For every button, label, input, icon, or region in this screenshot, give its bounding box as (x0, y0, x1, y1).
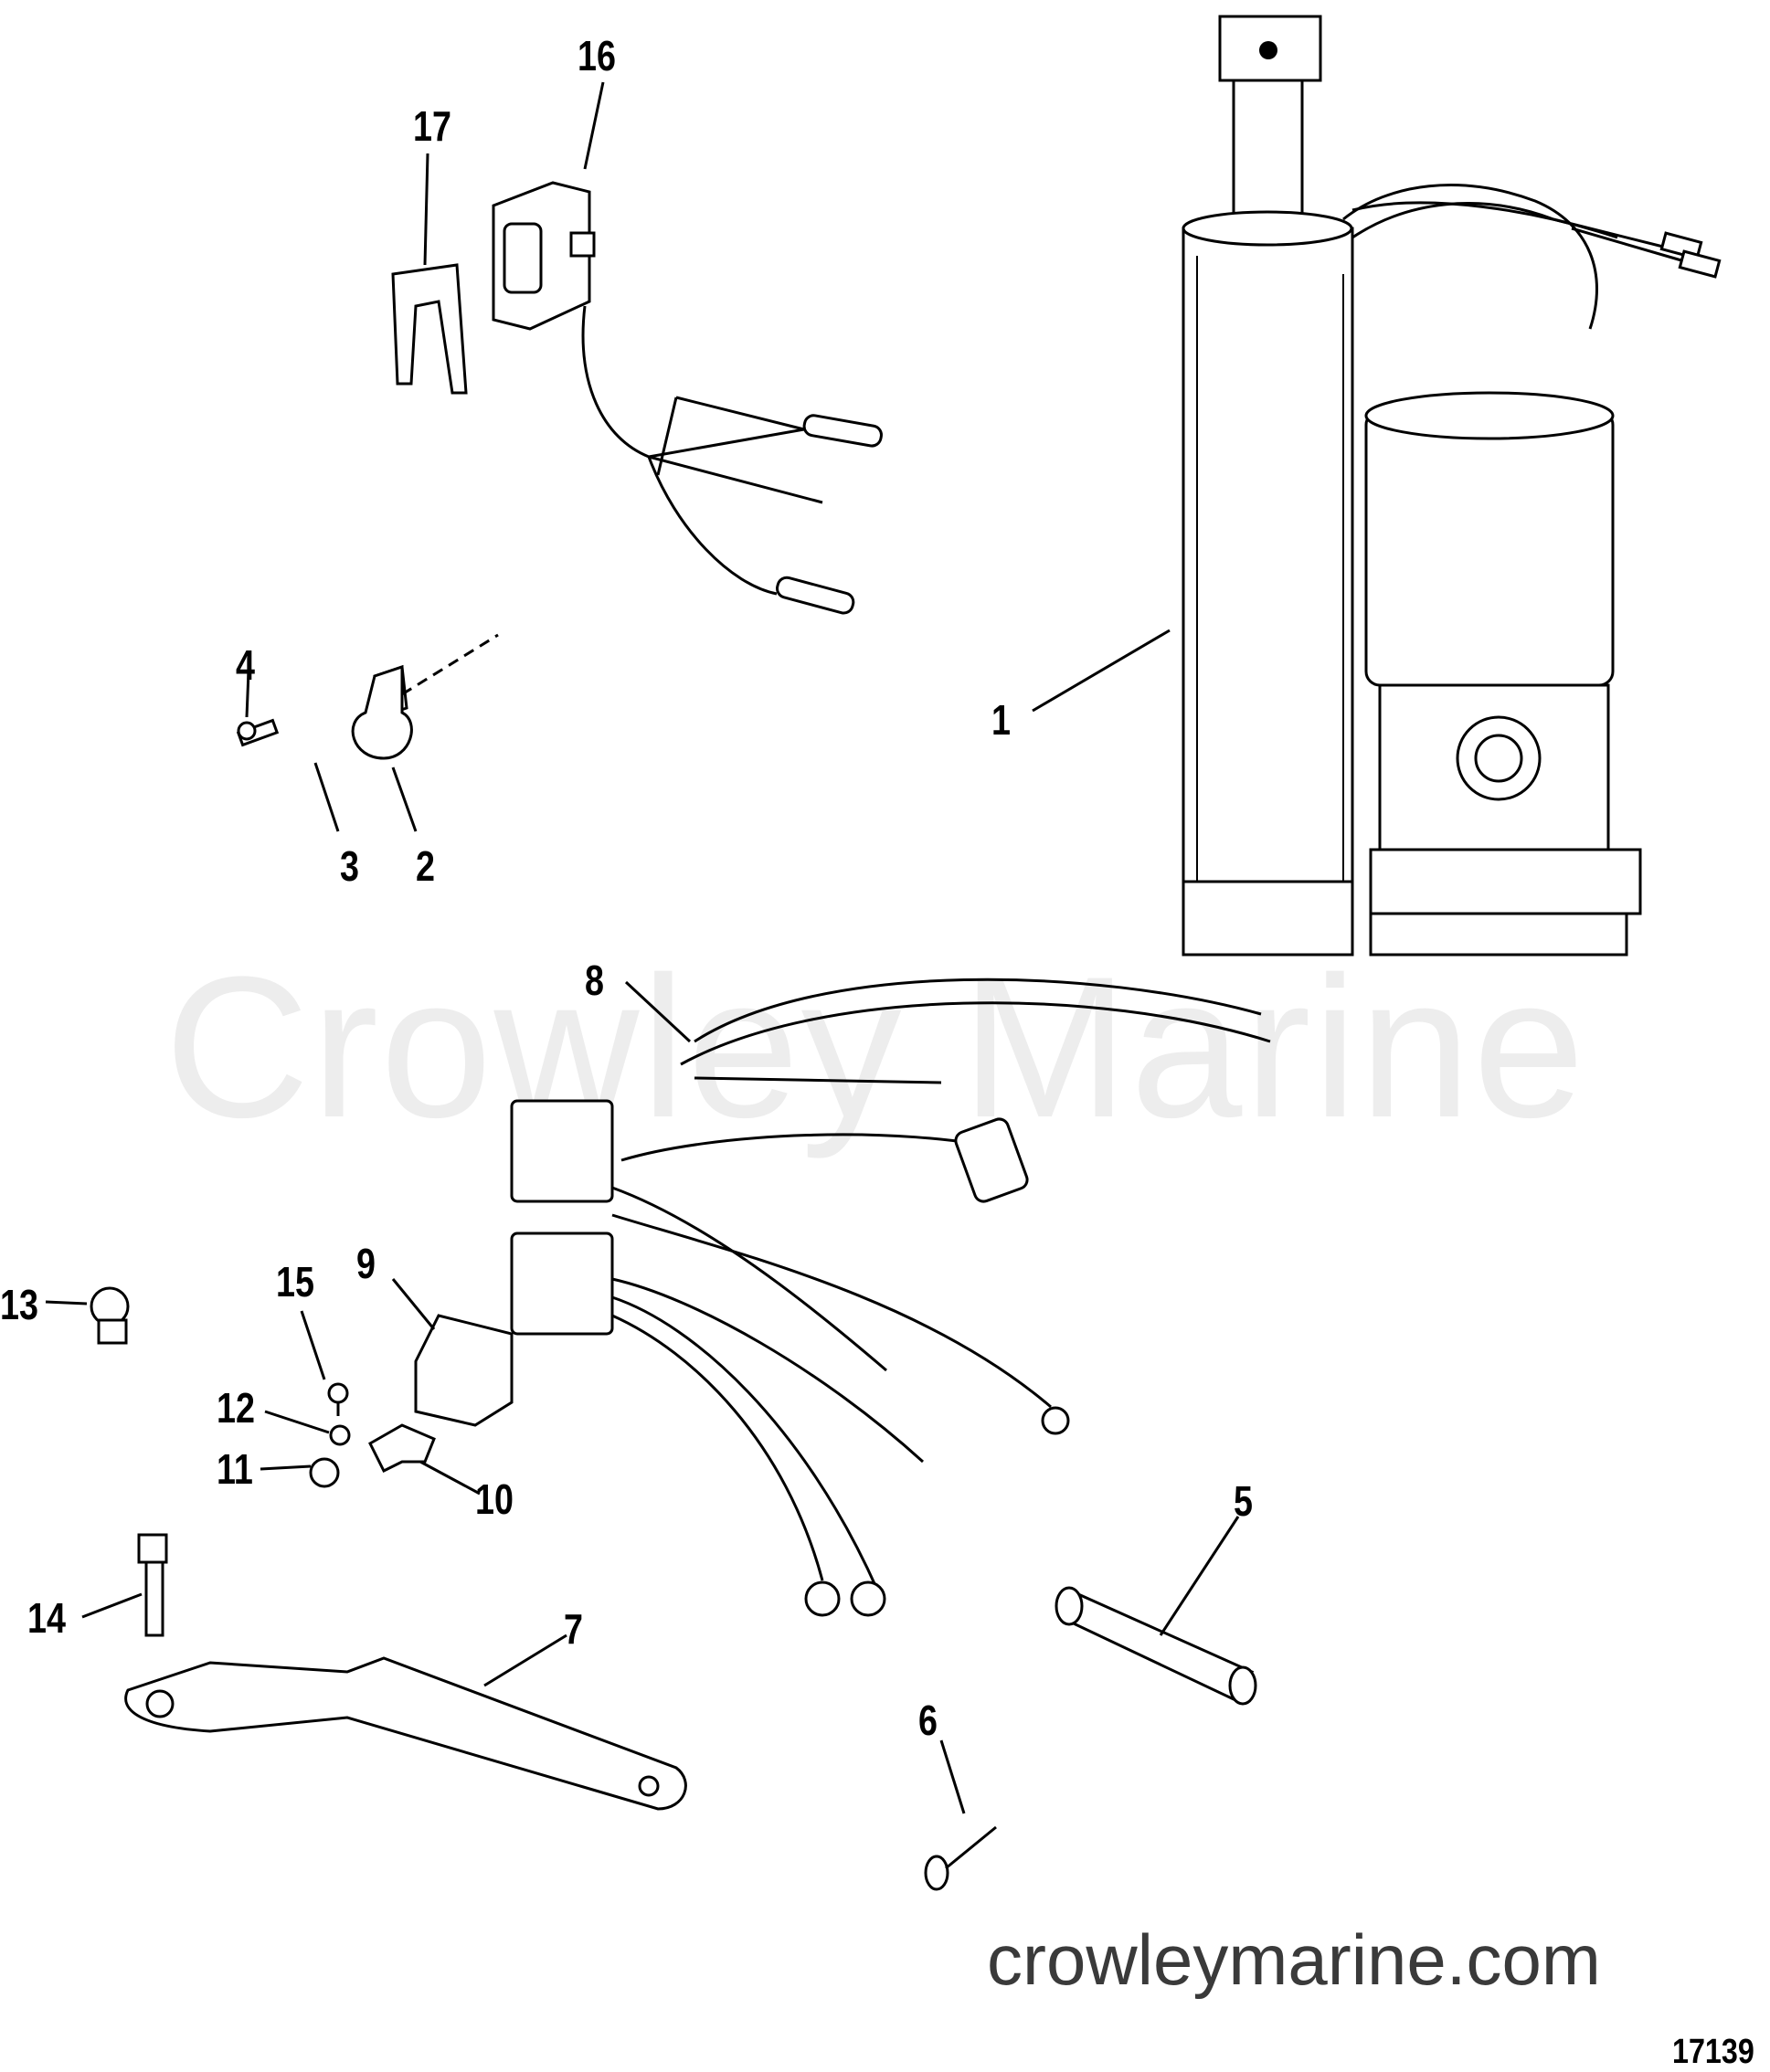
callout-16: 16 (578, 32, 616, 79)
callout-13: 13 (0, 1281, 38, 1328)
callout-4: 4 (236, 641, 255, 689)
callout-15: 15 (276, 1258, 314, 1306)
callout-1: 1 (991, 696, 1011, 744)
watermark-text: Crowley Marine (164, 935, 1587, 1159)
callout-2: 2 (416, 842, 435, 890)
clamp-hardware (236, 633, 499, 832)
small-hardware (45, 1286, 481, 1496)
callout-11: 11 (217, 1445, 253, 1493)
callout-12: 12 (217, 1384, 255, 1432)
trim-pump-assembly (1032, 15, 1722, 957)
callout-8: 8 (585, 957, 604, 1004)
figure-number: 17139 (1672, 2033, 1754, 2071)
trim-switch (492, 81, 883, 615)
website-text: crowleymarine.com (987, 1919, 1601, 2000)
callout-14: 14 (27, 1594, 66, 1642)
callout-6: 6 (918, 1697, 938, 1744)
bracket-and-bolt (81, 1533, 687, 1811)
switch-retainer (391, 153, 468, 395)
pins (924, 1516, 1257, 1891)
callout-5: 5 (1234, 1477, 1253, 1525)
callout-17: 17 (413, 102, 451, 150)
callout-10: 10 (475, 1475, 514, 1523)
callout-7: 7 (564, 1605, 583, 1653)
wiring-harness (510, 978, 1271, 1617)
callout-3: 3 (340, 842, 359, 890)
relay (391, 1278, 514, 1427)
callout-9: 9 (356, 1240, 376, 1287)
